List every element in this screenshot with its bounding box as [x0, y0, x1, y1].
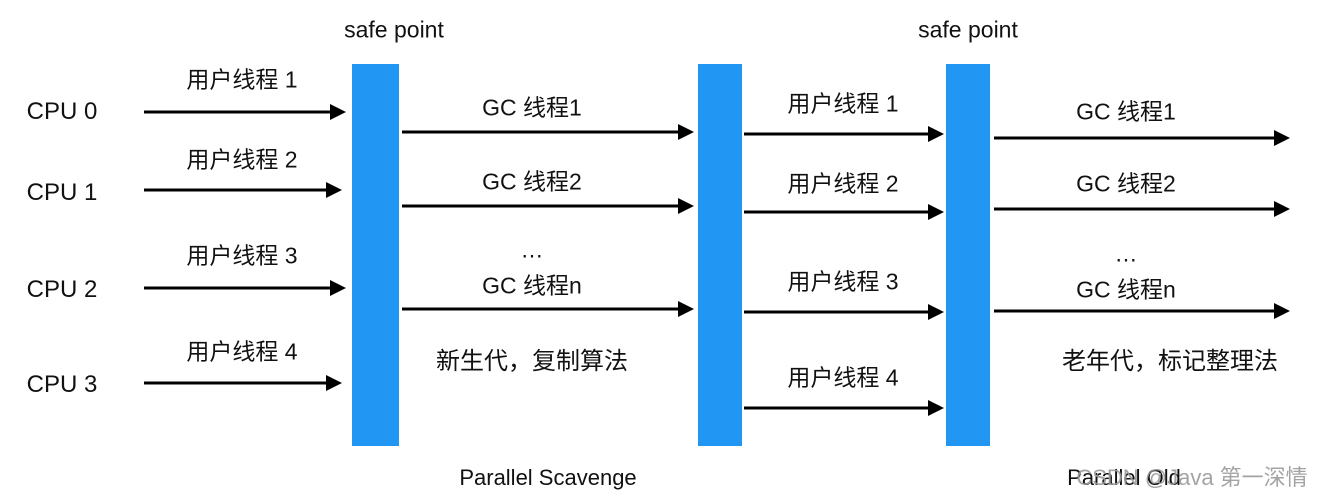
phase3-thread-label-3: 用户线程 3: [787, 268, 899, 295]
phase1-thread-label-3: 用户线程 3: [186, 242, 298, 269]
phase2-note: 新生代，复制算法: [436, 348, 628, 375]
phase2-arrowhead-2: [678, 198, 694, 214]
phase2-gc-ellipsis: …: [520, 236, 544, 263]
phase2-gc-label-n: GC 线程n: [482, 272, 582, 299]
phase4-arrowhead-n: [1274, 303, 1290, 319]
phase2-gc-label-2: GC 线程2: [482, 168, 582, 195]
phase3-arrowhead-3: [928, 304, 944, 320]
gc-end-bar: [698, 64, 742, 446]
phase1-arrowhead-1: [330, 104, 346, 120]
phase3-arrowhead-2: [928, 204, 944, 220]
safe-point-bar-2: [946, 64, 990, 446]
phase1-arrowhead-2: [326, 182, 342, 198]
phase3-thread-label-2: 用户线程 2: [787, 170, 899, 197]
phase4-gc-label-n: GC 线程n: [1076, 276, 1176, 303]
phase1-arrowhead-3: [330, 280, 346, 296]
phase1-arrowhead-4: [326, 375, 342, 391]
phase4-gc-label-2: GC 线程2: [1076, 170, 1176, 197]
phase3-thread-label-1: 用户线程 1: [787, 90, 899, 117]
safe-point-bar-1: [352, 64, 399, 446]
phase4-note: 老年代，标记整理法: [1062, 348, 1278, 375]
phase1-thread-label-2: 用户线程 2: [186, 146, 298, 173]
phase3-arrowhead-1: [928, 126, 944, 142]
cpu-label-1: CPU 1: [26, 179, 98, 206]
cpu-label-2: CPU 2: [26, 276, 98, 303]
phase3-arrowhead-4: [928, 400, 944, 416]
phase2-arrowhead-1: [678, 124, 694, 140]
phase2-arrowhead-n: [678, 301, 694, 317]
phase4-arrowhead-2: [1274, 201, 1290, 217]
phase4-arrowhead-1: [1274, 130, 1290, 146]
phase1-thread-label-4: 用户线程 4: [186, 338, 298, 365]
safe-point-label-2: safe point: [918, 16, 1018, 43]
phase4-gc-label-1: GC 线程1: [1076, 98, 1176, 125]
cpu-label-0: CPU 0: [26, 98, 98, 125]
collector-label-parallel-scavenge: Parallel Scavenge: [459, 465, 637, 490]
cpu-label-3: CPU 3: [26, 371, 98, 398]
phase4-gc-ellipsis: …: [1114, 240, 1138, 267]
phase3-thread-label-4: 用户线程 4: [787, 364, 899, 391]
phase2-gc-label-1: GC 线程1: [482, 94, 582, 121]
watermark: CSDN @Java 第一深情: [1076, 465, 1308, 490]
collector-label-parallel-old: Parallel Old: [1067, 465, 1181, 490]
phase1-thread-label-1: 用户线程 1: [186, 66, 298, 93]
safe-point-label-1: safe point: [344, 16, 444, 43]
